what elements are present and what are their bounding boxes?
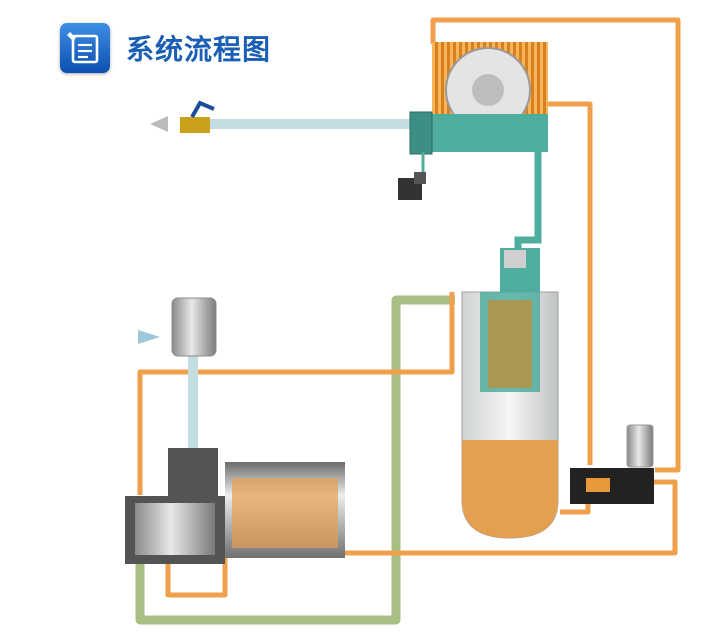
oil-return-line <box>135 295 455 625</box>
oil-filter <box>626 424 654 468</box>
document-edit-icon <box>60 23 110 73</box>
drive-motor <box>225 462 345 558</box>
intake-arrow-icon <box>138 330 160 344</box>
air-outlet-valve <box>180 100 215 133</box>
aftercooler <box>418 114 548 152</box>
page-title: 系统流程图 <box>126 33 272 66</box>
oil-separator-tank <box>461 248 559 539</box>
screw-airend <box>125 448 225 564</box>
cooler-fan <box>432 42 548 133</box>
outlet-manifold <box>409 111 433 155</box>
outlet-arrow-icon <box>150 116 168 132</box>
thermostatic-valve <box>570 468 654 504</box>
air-intake-filter <box>171 297 217 357</box>
condensate-drain <box>398 152 426 200</box>
page-header: 系统流程图 <box>60 18 271 78</box>
air-lines <box>188 119 413 460</box>
compressed-air-line <box>514 152 542 248</box>
